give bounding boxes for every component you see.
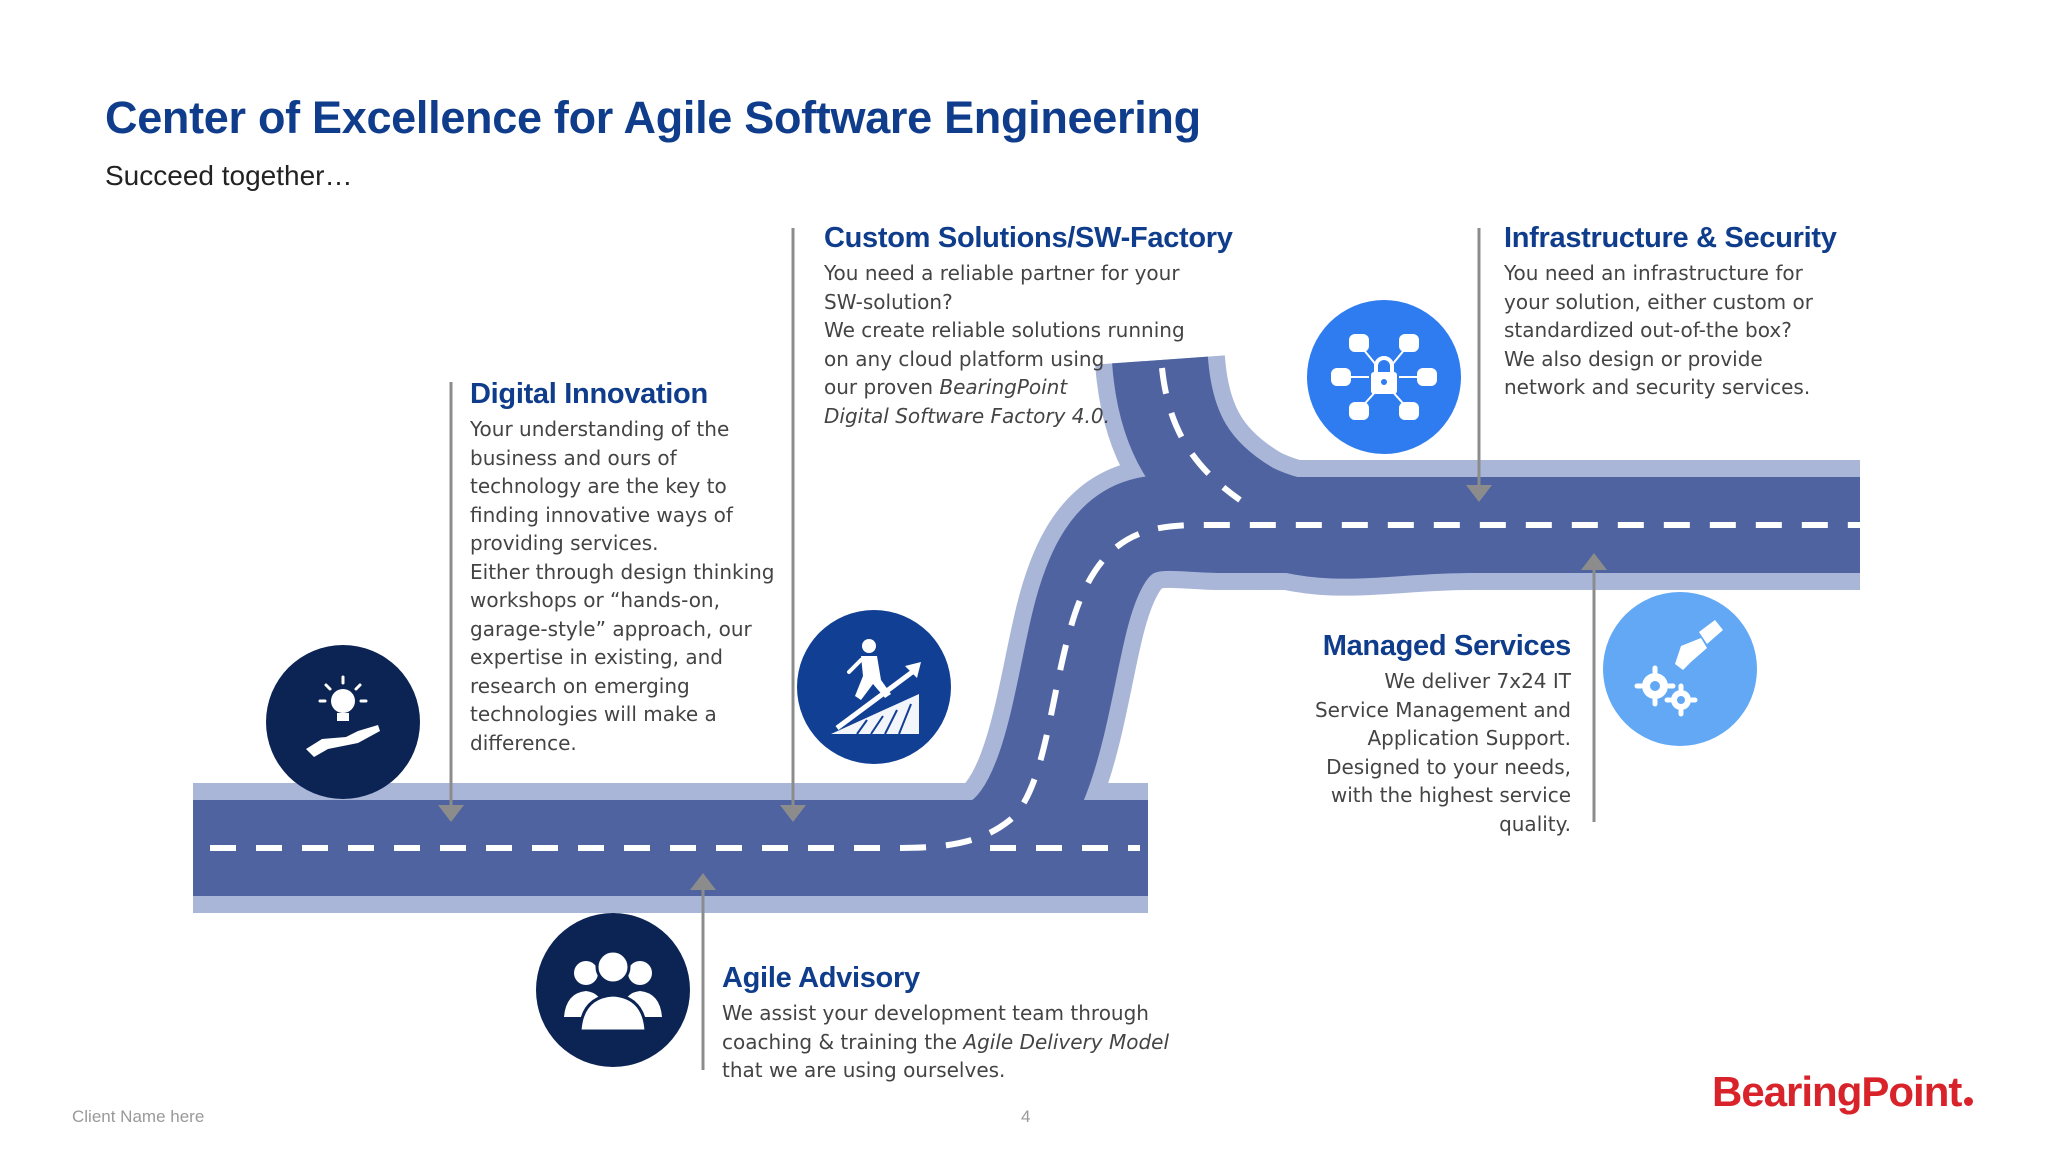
page-title: Center of Excellence for Agile Software …: [105, 92, 1201, 143]
footer-client-name: Client Name here: [72, 1107, 205, 1126]
team-people-icon: [536, 913, 690, 1067]
managed-services-text: We deliver 7x24 IT Service Management an…: [1314, 669, 1571, 836]
agile-advisory-title: Agile Advisory: [722, 962, 920, 994]
digital-innovation-text: Your understanding of the business and o…: [470, 417, 775, 755]
custom-solutions-text: You need a reliable partner for your SW-…: [824, 261, 1185, 428]
runner-growth-icon: [797, 610, 951, 764]
digital-innovation-title: Digital Innovation: [470, 378, 708, 410]
custom-solutions-title: Custom Solutions/SW-Factory: [824, 222, 1233, 254]
agile-advisory-text: We assist your development team through …: [722, 1001, 1169, 1082]
managed-services-title: Managed Services: [1322, 630, 1572, 662]
brand-logo: BearingPoint: [1712, 1068, 1974, 1116]
brand-logo-text: BearingPoint: [1712, 1068, 1962, 1115]
robot-hand-gears-icon: [1603, 592, 1757, 746]
digital-innovation-block: Digital Innovation Your understanding of…: [470, 378, 775, 757]
network-lock-icon: [1307, 300, 1461, 454]
lightbulb-hand-icon: [266, 645, 420, 799]
infrastructure-security-block: Infrastructure & Security You need an in…: [1504, 222, 1837, 402]
page-number: 4: [1021, 1107, 1031, 1126]
infrastructure-security-text: You need an infrastructure for your solu…: [1504, 261, 1813, 399]
infrastructure-security-title: Infrastructure & Security: [1504, 222, 1837, 254]
page-subtitle: Succeed together…: [105, 160, 353, 191]
agile-advisory-block: Agile Advisory We assist your developmen…: [722, 962, 1169, 1085]
custom-solutions-block: Custom Solutions/SW-Factory You need a r…: [824, 222, 1233, 430]
brand-logo-dot: [1964, 1097, 1974, 1106]
managed-services-block: Managed Services We deliver 7x24 IT Serv…: [1315, 630, 1571, 838]
